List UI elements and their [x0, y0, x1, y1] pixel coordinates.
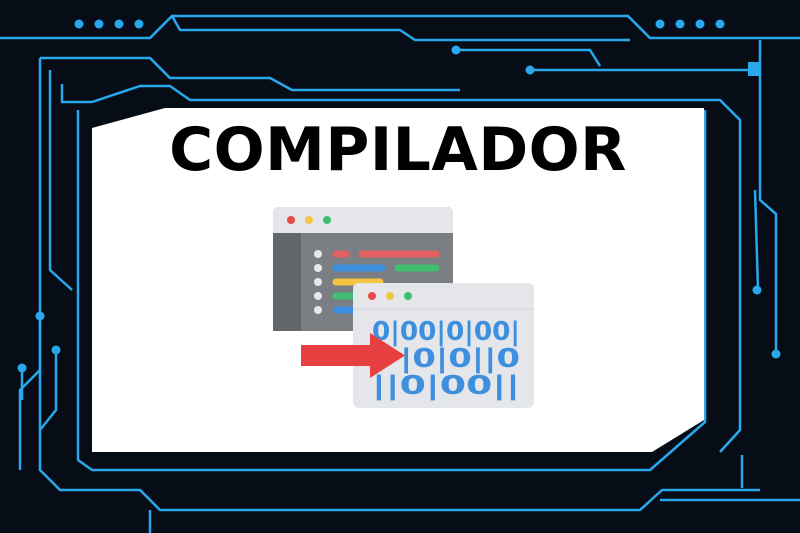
binary-output-window-icon: 0|00|0|00| |0|0||0 ||0|00|| [353, 283, 534, 408]
binary-row-1: 0|00|0|00| [372, 317, 520, 347]
binary-row-2: |0|0||0 [400, 344, 520, 374]
page-title: COMPILADOR [169, 115, 627, 185]
right-arrow-icon [301, 333, 405, 378]
binary-row-3: ||0|00|| [372, 371, 520, 401]
